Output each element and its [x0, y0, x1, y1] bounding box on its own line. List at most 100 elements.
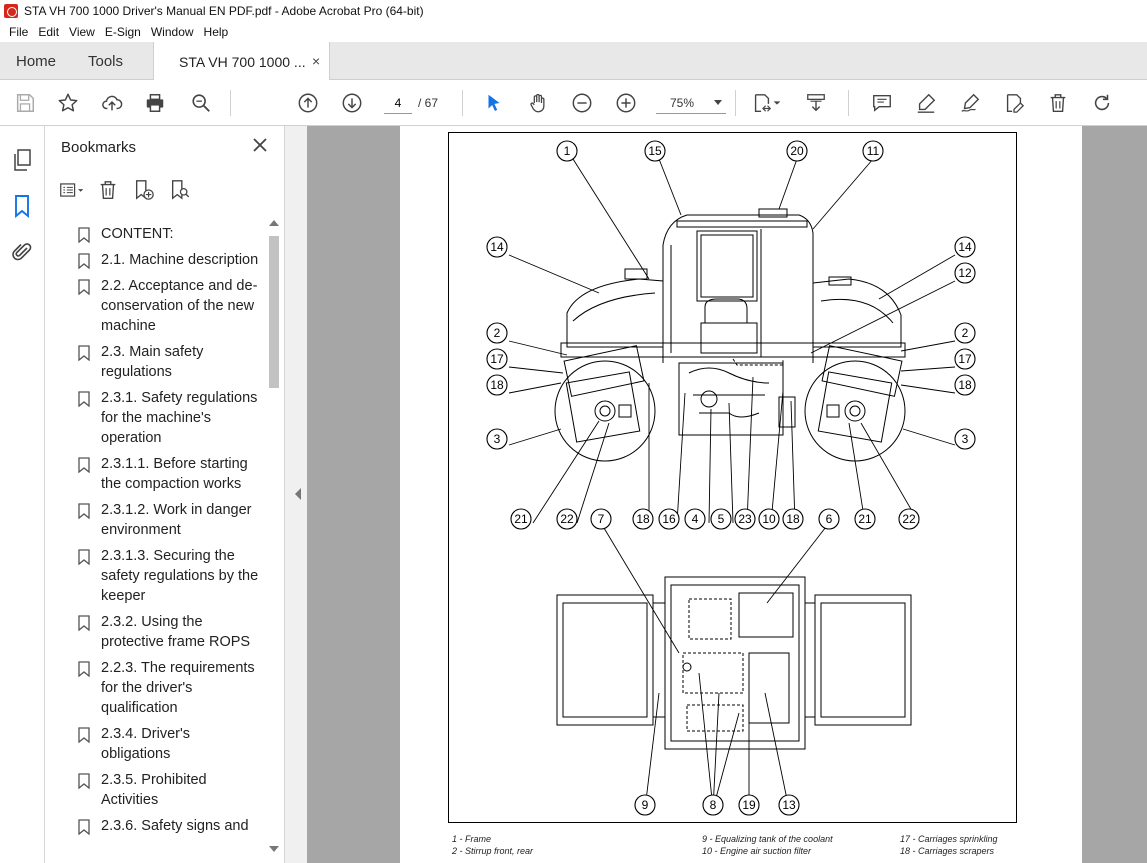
fit-page-dropdown[interactable]	[771, 91, 783, 115]
fill-sign-button[interactable]	[958, 91, 982, 115]
callout-17: 17	[954, 348, 976, 370]
arrow-down-circle-icon	[342, 93, 362, 113]
menu-edit[interactable]: Edit	[38, 25, 60, 39]
bookmark-label: 2.2. Acceptance and de-conservation of t…	[101, 278, 258, 334]
callout-number: 8	[710, 798, 717, 812]
bookmark-list: CONTENT: 2.1. Machine description 2.2. Acc…	[45, 218, 267, 858]
tab-document[interactable]: STA VH 700 1000 ... ×	[153, 42, 330, 80]
bookmark-item[interactable]: 2.3. Main safety regulations	[45, 342, 267, 382]
new-bookmark-button[interactable]	[131, 178, 157, 202]
bookmark-item[interactable]: 2.3.1.3. Securing the safety regulations…	[45, 546, 267, 606]
tab-tools[interactable]: Tools	[88, 53, 124, 70]
callout-circle	[632, 508, 654, 530]
plus-circle-icon	[616, 93, 636, 113]
previous-page-button[interactable]	[296, 91, 320, 115]
bookmark-item[interactable]: 2.3.2. Using the protective frame ROPS	[45, 612, 267, 652]
bookmark-options-button[interactable]	[59, 178, 85, 202]
scrollbar-thumb[interactable]	[269, 236, 279, 388]
highlight-button[interactable]	[914, 91, 938, 115]
callout-21: 21	[854, 508, 876, 530]
callout-circle	[486, 322, 508, 344]
menu-window[interactable]: Window	[150, 25, 194, 39]
bookmark-item[interactable]: 2.3.4. Driver's obligations	[45, 724, 267, 764]
bookmark-icon	[78, 615, 90, 631]
bookmark-icon	[78, 503, 90, 519]
callout-number: 18	[958, 378, 972, 392]
tab-home[interactable]: Home	[16, 53, 57, 70]
upload-button[interactable]	[100, 91, 124, 115]
bookmark-item[interactable]: 2.2.3. The requirements for the driver's…	[45, 658, 267, 718]
comment-button[interactable]	[870, 91, 894, 115]
pen-sign-icon	[961, 93, 980, 112]
attachments-button[interactable]	[10, 240, 34, 264]
scroll-up-icon[interactable]	[269, 220, 279, 226]
callout-6: 6	[818, 508, 840, 530]
callout-circle	[556, 140, 578, 162]
bookmark-star-button[interactable]	[56, 91, 80, 115]
cab-window	[696, 230, 758, 302]
front-hood	[812, 278, 902, 348]
bookmark-item[interactable]: CONTENT:	[45, 224, 267, 244]
bookmark-item[interactable]: 2.3.1.2. Work in danger environment	[45, 500, 267, 540]
close-panel-button[interactable]	[251, 136, 269, 154]
zoom-in-button[interactable]	[614, 91, 638, 115]
panel-collapse-handle[interactable]	[285, 126, 307, 863]
top-hydraulics	[738, 592, 794, 638]
bookmark-label: 2.3.1.3. Securing the safety regulations…	[101, 548, 259, 604]
list-options-icon	[60, 183, 84, 197]
hand-tool-button[interactable]	[526, 91, 550, 115]
bookmark-item[interactable]: 2.3.1. Safety regulations for the machin…	[45, 388, 267, 448]
fit-page-button[interactable]	[750, 91, 774, 115]
caption-10: 10 - Engine air suction filter	[702, 846, 812, 856]
zoom-out-button[interactable]	[570, 91, 594, 115]
bookmark-item[interactable]: 2.3.5. Prohibited Activities	[45, 770, 267, 810]
delete-button[interactable]	[1046, 91, 1070, 115]
bookmark-label: 2.3. Main safety regulations	[101, 344, 204, 380]
zoom-select[interactable]: 75%	[656, 92, 726, 114]
bookmarks-scrollbar[interactable]	[267, 218, 281, 858]
bookmarks-toolbar	[59, 178, 193, 202]
page-thumbnails-button[interactable]	[10, 148, 34, 172]
callout-22: 22	[556, 508, 578, 530]
scroll-down-icon[interactable]	[269, 846, 279, 852]
redo-button[interactable]	[1090, 91, 1114, 115]
close-icon	[253, 138, 267, 152]
print-button[interactable]	[143, 91, 167, 115]
bookmark-label: 2.2.3. The requirements for the driver's…	[101, 660, 255, 716]
menu-file[interactable]: File	[9, 25, 29, 39]
callout-number: 3	[962, 432, 969, 446]
menu-view[interactable]: View	[69, 25, 95, 39]
edit-document-icon	[1006, 94, 1025, 113]
find-bookmark-button[interactable]	[167, 178, 193, 202]
bookmark-icon	[78, 727, 90, 743]
bookmarks-button[interactable]	[10, 194, 34, 219]
callout-number: 22	[560, 512, 574, 526]
tab-close-icon[interactable]: ×	[312, 53, 321, 69]
hand-icon	[530, 93, 545, 113]
save-button[interactable]	[13, 91, 37, 115]
star-icon	[58, 93, 78, 112]
bookmark-item[interactable]: 2.2. Acceptance and de-conservation of t…	[45, 276, 267, 336]
bookmark-item[interactable]: 2.3.6. Safety signs and	[45, 816, 267, 836]
bookmark-item[interactable]: 2.3.1.1. Before starting the compaction …	[45, 454, 267, 494]
edit-pdf-button[interactable]	[1002, 91, 1026, 115]
engine-compartment	[678, 362, 784, 436]
menu-esign[interactable]: E-Sign	[104, 25, 141, 39]
select-tool-button[interactable]	[482, 91, 506, 115]
bookmark-item[interactable]: 2.1. Machine description	[45, 250, 267, 270]
delete-bookmark-button[interactable]	[95, 178, 121, 202]
rear-drum-bracket	[565, 371, 641, 443]
rear-motor	[618, 404, 632, 418]
minus-circle-icon	[572, 93, 592, 113]
page-number-input[interactable]	[384, 92, 412, 114]
scroll-mode-button[interactable]	[804, 91, 828, 115]
callout-number: 18	[636, 512, 650, 526]
next-page-button[interactable]	[340, 91, 364, 115]
menu-help[interactable]: Help	[203, 25, 229, 39]
filter-box	[778, 396, 796, 428]
find-button[interactable]	[189, 91, 213, 115]
caption-17: 17 - Carriages sprinkling	[900, 834, 998, 844]
callout-number: 19	[742, 798, 756, 812]
